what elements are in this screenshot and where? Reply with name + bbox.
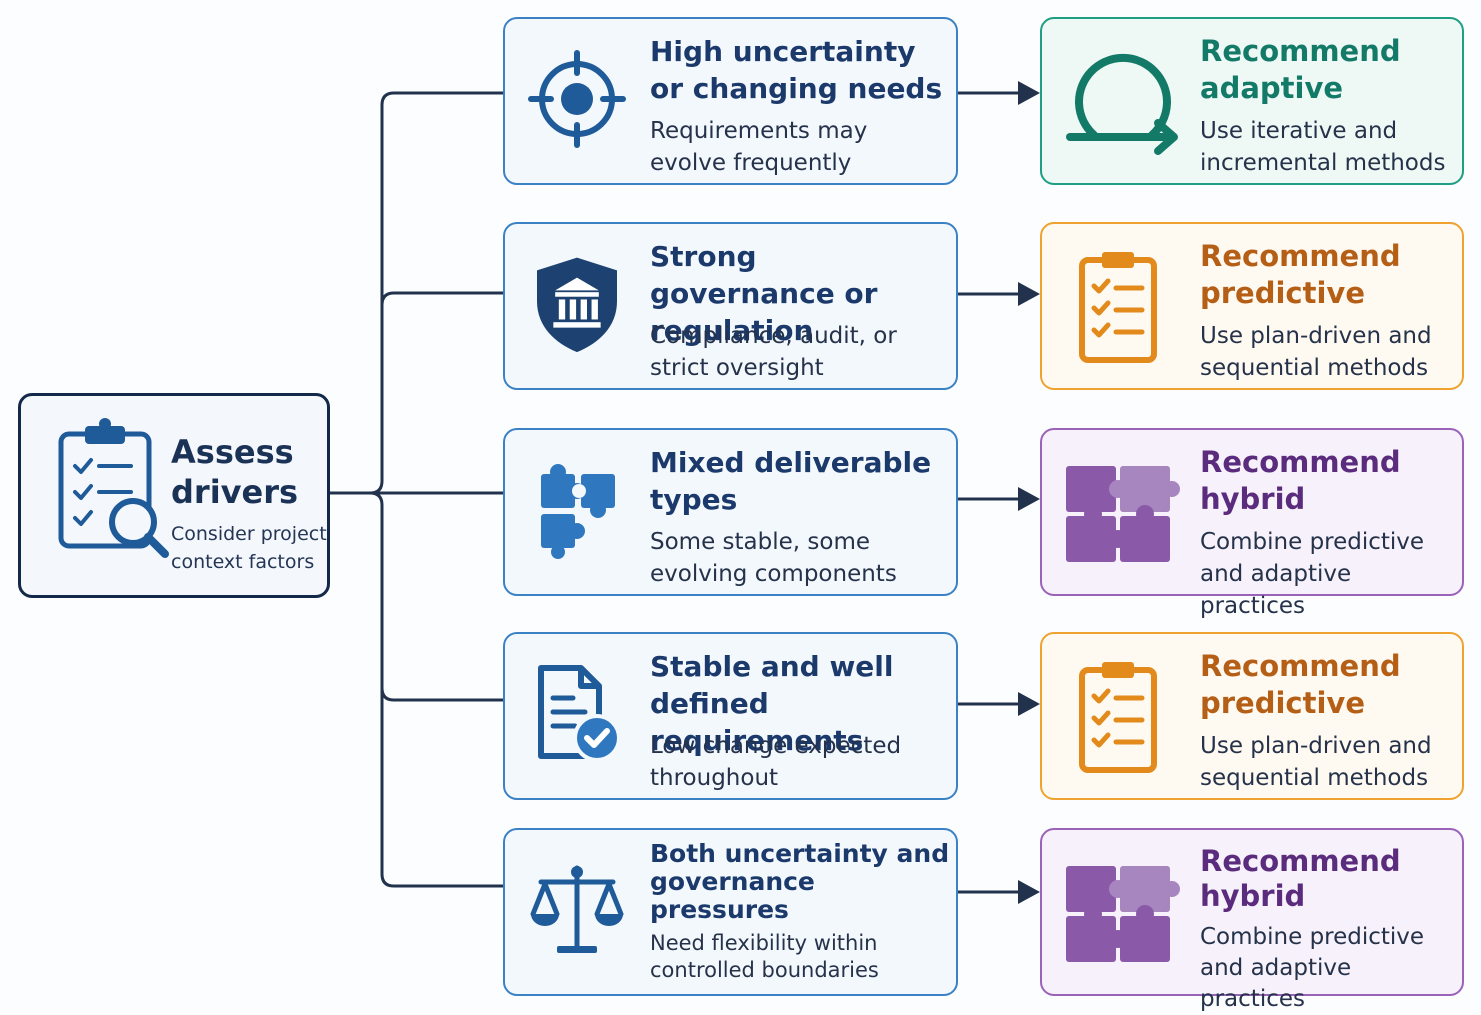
condition-mixed-deliverables: Mixed deliverable types Some stable, som… [503,428,958,596]
condition-description: Need flexibility within controlled bound… [650,931,879,982]
condition-description: Low change expected throughout [650,733,902,791]
recommendation-description: Use plan-driven and sequential methods [1200,323,1432,381]
assess-drivers-node: Assess drivers Consider project context … [18,393,330,598]
target-icon [528,50,626,148]
arrowhead-4 [1018,692,1040,716]
condition-uncertainty-and-governance: Both uncertainty and governance pressure… [503,828,958,996]
arrowhead-1 [1018,81,1040,105]
recommendation-title: Recommend predictive [1200,239,1401,310]
condition-description: Some stable, some evolving components [650,529,897,587]
condition-title: Mixed deliverable types [650,446,932,516]
arrowhead-5 [1018,880,1040,904]
recommendation-title: Recommend predictive [1200,649,1401,720]
recommend-adaptive-card: Recommend adaptive Use iterative and inc… [1040,17,1464,185]
scales-icon [530,865,624,953]
recommendation-description: Use plan-driven and sequential methods [1200,733,1432,791]
condition-description: Requirements may evolve frequently [650,118,868,176]
condition-title: Both uncertainty and governance pressure… [650,839,950,924]
shield-bank-icon [537,257,617,353]
recommend-hybrid-card: Recommend hybrid Combine predictive and … [1040,828,1464,1012]
recommendation-description: Use iterative and incremental methods [1200,118,1446,176]
start-title: Assess drivers [171,433,299,511]
recommendation-title: Recommend adaptive [1200,34,1401,105]
condition-description: Compliance, audit, or strict oversight [650,323,897,381]
clipboard-checklist-icon [1079,662,1157,773]
puzzle-icon [541,464,615,559]
branch-connector-2 [380,291,505,307]
cycle-arrow-icon [1066,53,1178,155]
recommendation-description: Combine predictive and adaptive practice… [1200,529,1425,619]
arrowhead-2 [1018,282,1040,306]
clipboard-search-icon [58,418,169,558]
branch-connector-4 [380,686,505,702]
condition-strong-governance: Strong governance or regulation Complian… [503,222,958,390]
puzzle-grid-icon [1066,866,1180,962]
recommend-predictive-card: Recommend predictive Use plan-driven and… [1040,632,1464,800]
arrowhead-3 [1018,487,1040,511]
recommendation-description: Combine predictive and adaptive practice… [1200,924,1425,1012]
recommend-hybrid-card: Recommend hybrid Combine predictive and … [1040,428,1464,619]
condition-stable-requirements: Stable and well defined requirements Low… [503,632,958,800]
start-description: Consider project context factors [171,523,327,573]
condition-title: High uncertainty or changing needs [650,35,943,105]
recommendation-title: Recommend hybrid [1200,445,1401,516]
puzzle-grid-icon [1066,466,1180,562]
clipboard-checklist-icon [1079,252,1157,363]
condition-title: Strong governance or regulation [650,240,878,347]
condition-title: Stable and well defined requirements [650,650,894,757]
recommend-predictive-card: Recommend predictive Use plan-driven and… [1040,222,1464,390]
branch-connector-lower [368,491,505,888]
recommendation-title: Recommend hybrid [1200,844,1401,913]
document-check-icon [538,665,621,762]
condition-high-uncertainty: High uncertainty or changing needs Requi… [503,17,958,185]
